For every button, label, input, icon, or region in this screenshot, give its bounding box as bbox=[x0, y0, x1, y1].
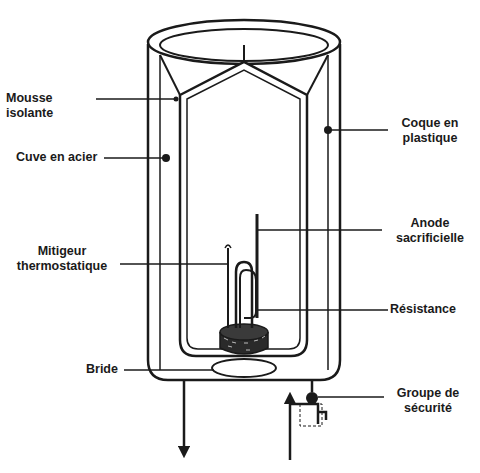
cold-water-inlet bbox=[289, 398, 292, 460]
leader-dot bbox=[174, 97, 179, 102]
insulation-edge bbox=[327, 55, 329, 370]
element-texture bbox=[224, 336, 265, 350]
part-label: Mousse isolante bbox=[6, 91, 98, 121]
part-label: Mitigeur thermostatique bbox=[6, 244, 118, 274]
insulation-edge bbox=[159, 55, 161, 370]
hot-water-outlet bbox=[183, 380, 186, 452]
part-label: Bride bbox=[86, 362, 126, 377]
leader-line bbox=[120, 263, 228, 265]
top-rim-outer bbox=[148, 20, 340, 64]
leader-line bbox=[96, 98, 176, 100]
part-label: Cuve en acier bbox=[16, 150, 106, 165]
safety-valve bbox=[306, 392, 318, 404]
leader-line bbox=[256, 309, 388, 311]
leader-line bbox=[104, 157, 166, 159]
part-label: Coque en plastique bbox=[388, 116, 472, 146]
steel-tank-inner bbox=[187, 70, 300, 349]
flange bbox=[212, 359, 276, 377]
leader-line bbox=[257, 229, 382, 231]
resistance-loop bbox=[240, 270, 256, 328]
top-rim-inner bbox=[160, 29, 328, 61]
thermostat-rod bbox=[227, 248, 229, 328]
insulation-edge bbox=[243, 45, 245, 62]
part-label: Anode sacrificielle bbox=[384, 216, 476, 246]
leader-line bbox=[318, 396, 384, 398]
leader-line bbox=[124, 369, 214, 371]
part-label: Groupe de sécurité bbox=[385, 386, 471, 416]
thermostat-tip bbox=[225, 245, 231, 248]
leader-dot bbox=[162, 154, 170, 162]
leader-line bbox=[328, 129, 388, 131]
safety-group-body bbox=[306, 404, 326, 424]
insulation-edge bbox=[160, 55, 180, 95]
steel-tank-outer bbox=[180, 62, 307, 356]
outer-shell bbox=[148, 44, 340, 380]
inlet-pipe bbox=[290, 403, 306, 406]
part-label: Résistance bbox=[390, 302, 476, 317]
inlet-pipe bbox=[311, 380, 314, 392]
insulation-edge bbox=[307, 55, 328, 95]
